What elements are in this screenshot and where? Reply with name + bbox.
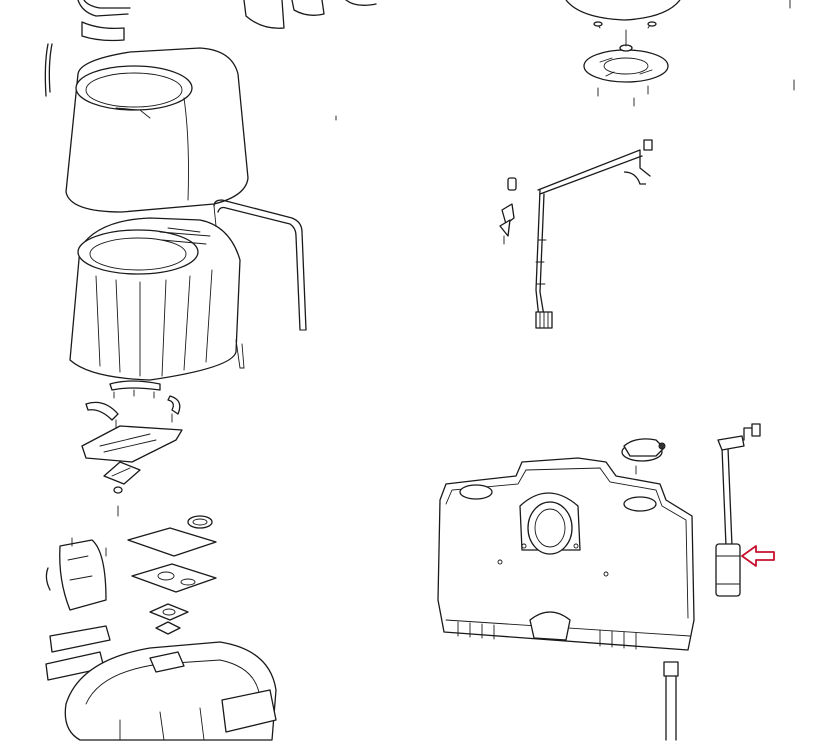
top-left-fragments <box>44 0 377 97</box>
flat-plates <box>127 515 217 635</box>
level-sensor <box>715 423 761 597</box>
wiring-harness <box>499 139 653 329</box>
bowl-bottom-assembly <box>565 0 681 107</box>
upper-cover-housing <box>65 47 249 213</box>
waste-holding-tank <box>437 457 695 651</box>
stray-marks <box>335 0 795 121</box>
base-tray <box>45 625 277 741</box>
seal-strip-frame <box>213 199 307 331</box>
pump-unit <box>621 438 666 475</box>
drain-hose <box>663 661 679 741</box>
left-arrow-outline-icon <box>741 545 775 567</box>
lower-body-housing <box>69 217 245 381</box>
small-parts-cluster <box>81 380 183 517</box>
left-side-panel <box>45 537 107 611</box>
